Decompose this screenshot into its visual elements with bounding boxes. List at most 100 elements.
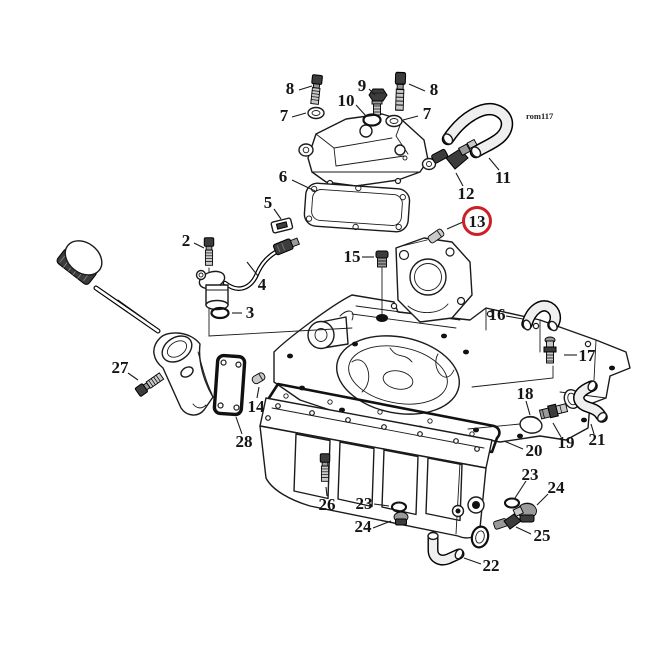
callout-9[interactable]: 9 <box>358 76 376 96</box>
callout-4-label[interactable]: 4 <box>258 275 267 294</box>
callout-15-label[interactable]: 15 <box>344 247 361 266</box>
mounting-bracket-drawing <box>395 237 473 323</box>
breather-bolt9-drawing <box>368 88 388 116</box>
callout-7-right[interactable]: 7 <box>402 104 432 123</box>
callout-14-label[interactable]: 14 <box>248 397 266 416</box>
oring10-drawing <box>362 113 382 127</box>
gasket28-drawing <box>212 353 247 417</box>
clip5-drawing <box>270 217 294 234</box>
callout-14[interactable]: 14 <box>248 386 266 416</box>
bolt8-left-drawing <box>309 74 324 105</box>
callout-24-left[interactable]: 24 <box>355 517 392 536</box>
callout-27-label[interactable]: 27 <box>112 358 130 377</box>
callout-26[interactable]: 26 <box>319 486 336 514</box>
callout-8-right-label[interactable]: 8 <box>430 80 439 99</box>
callout-2-label[interactable]: 2 <box>182 231 191 250</box>
oil-pan-rim-holes <box>265 403 480 452</box>
callout-2[interactable]: 2 <box>182 231 205 250</box>
bolt26-drawing <box>319 453 331 482</box>
callout-12-label[interactable]: 12 <box>458 184 475 203</box>
oil-pan-drawing <box>259 397 493 539</box>
plug18-install-pointer <box>467 423 521 430</box>
bolt8-right-drawing <box>393 71 407 112</box>
hose11-drawing <box>441 103 514 159</box>
callout-23-left-label[interactable]: 23 <box>356 494 373 513</box>
washer7-right-drawing <box>385 114 403 128</box>
callout-13-highlighted[interactable]: 13 <box>446 206 492 236</box>
dowel14-drawing <box>251 372 266 385</box>
callout-8-right[interactable]: 8 <box>408 80 439 99</box>
callout-22-label[interactable]: 22 <box>483 556 500 575</box>
bolt2-drawing <box>203 237 215 266</box>
callouts-layer: 8 7 9 10 8 7 11 12 <box>112 76 606 575</box>
callout-28-label[interactable]: 28 <box>236 432 253 451</box>
callout-25[interactable]: 25 <box>515 526 551 545</box>
callout-3-label[interactable]: 3 <box>246 303 255 322</box>
pin13-drawing <box>427 228 445 244</box>
callout-16-label[interactable]: 16 <box>489 305 506 324</box>
hose21-drawing <box>573 380 608 423</box>
callout-5[interactable]: 5 <box>264 193 282 220</box>
bolt27-drawing <box>134 371 165 398</box>
callout-20-label[interactable]: 20 <box>526 441 543 460</box>
callout-8-left-label[interactable]: 8 <box>286 79 295 98</box>
callout-27[interactable]: 27 <box>112 358 139 381</box>
callout-6[interactable]: 6 <box>279 167 316 192</box>
callout-16[interactable]: 16 <box>489 305 524 324</box>
dipstick-drawing <box>56 240 161 334</box>
plug15-hole <box>376 314 388 322</box>
fitting25-drawing <box>493 505 524 530</box>
oring3-drawing <box>210 306 230 320</box>
fitting12-drawing <box>431 138 478 170</box>
washer7-left-drawing <box>307 106 325 120</box>
filler-spout-drawing <box>153 332 214 416</box>
callout-17-label[interactable]: 17 <box>579 346 597 365</box>
callout-13-label[interactable]: 13 <box>469 212 486 231</box>
oring23-left-drawing <box>390 501 408 513</box>
callout-19[interactable]: 19 <box>552 422 575 452</box>
callout-8-left[interactable]: 8 <box>286 79 313 98</box>
callout-18-label[interactable]: 18 <box>517 384 534 403</box>
oring23-right-drawing <box>503 497 521 509</box>
callout-24-right-label[interactable]: 24 <box>548 478 566 497</box>
callout-11-label[interactable]: 11 <box>495 168 511 187</box>
callout-24-right[interactable]: 24 <box>536 478 566 506</box>
plug24-right-drawing <box>517 502 537 523</box>
callout-5-label[interactable]: 5 <box>264 193 273 212</box>
callout-10[interactable]: 10 <box>338 91 367 117</box>
callout-28[interactable]: 28 <box>235 416 253 451</box>
callout-9-label[interactable]: 9 <box>358 76 367 95</box>
callout-7-left-label[interactable]: 7 <box>280 106 289 125</box>
callout-24-left-label[interactable]: 24 <box>355 517 373 536</box>
callout-21[interactable]: 21 <box>589 423 606 449</box>
callout-23-right-label[interactable]: 23 <box>522 465 539 484</box>
callout-7-right-label[interactable]: 7 <box>423 104 432 123</box>
callout-21-label[interactable]: 21 <box>589 430 606 449</box>
callout-12[interactable]: 12 <box>455 172 475 203</box>
callout-26-label[interactable]: 26 <box>319 495 336 514</box>
callout-4[interactable]: 4 <box>246 261 267 294</box>
callout-20[interactable]: 20 <box>503 440 543 460</box>
callout-25-label[interactable]: 25 <box>534 526 551 545</box>
grommet22-drawing <box>470 525 490 549</box>
callout-23-left[interactable]: 23 <box>356 494 390 513</box>
plug15-drawing <box>375 250 389 315</box>
watermark-text: rom117 <box>526 111 554 121</box>
callout-11[interactable]: 11 <box>488 157 511 187</box>
hose16-drawing <box>521 300 562 332</box>
callout-6-label[interactable]: 6 <box>279 167 288 186</box>
callout-15[interactable]: 15 <box>344 247 375 266</box>
callout-17[interactable]: 17 <box>564 346 596 365</box>
callout-22[interactable]: 22 <box>463 556 500 575</box>
callout-7-left[interactable]: 7 <box>280 106 307 125</box>
callout-23-right[interactable]: 23 <box>514 465 539 499</box>
plug24-left-drawing <box>393 511 409 526</box>
callout-3[interactable]: 3 <box>232 303 254 322</box>
pin13-install-pointer <box>397 239 428 248</box>
callout-10-label[interactable]: 10 <box>338 91 355 110</box>
callout-19-label[interactable]: 19 <box>558 433 575 452</box>
rocker-gasket-drawing <box>303 182 411 233</box>
callout-18[interactable]: 18 <box>517 384 534 416</box>
